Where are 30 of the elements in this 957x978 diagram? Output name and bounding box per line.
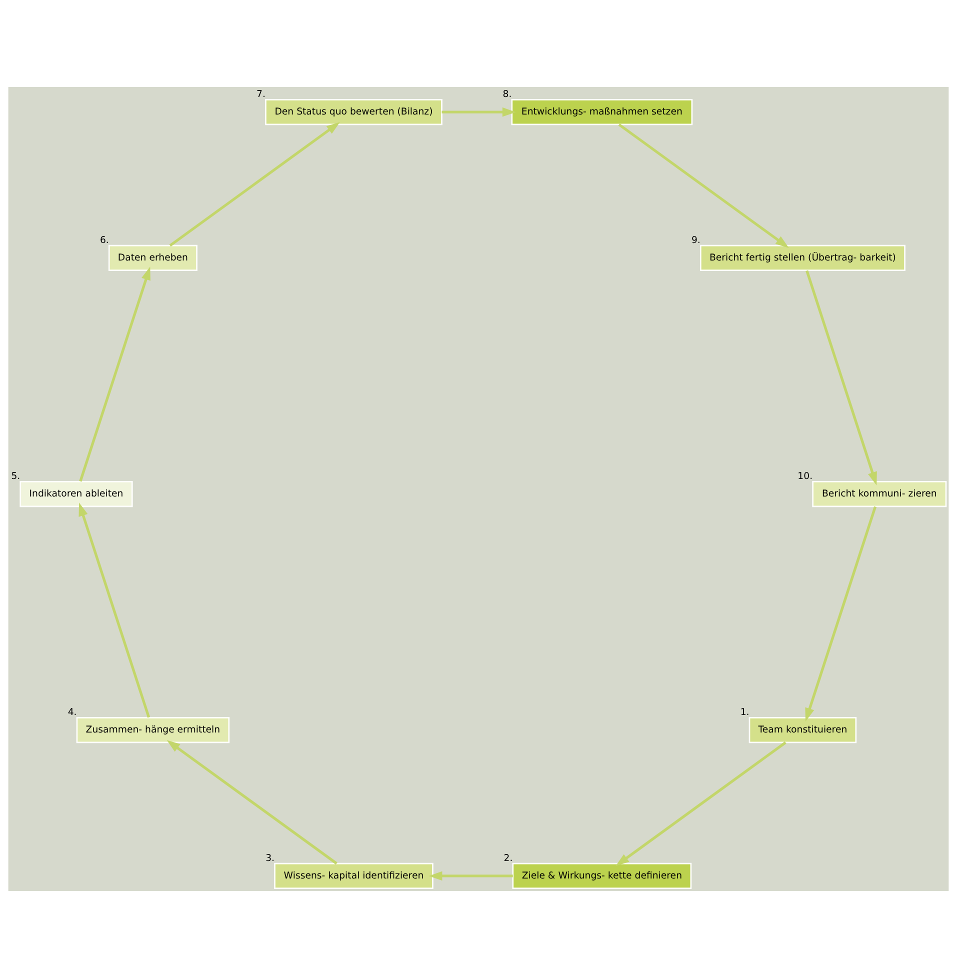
node-box: Daten erheben [108,244,198,272]
node-label: 10. [798,471,813,482]
node-label: 1. [740,707,750,718]
node-box: Team konstituieren [748,717,857,744]
arrow [166,740,338,865]
node-box: Entwicklungs- maßnahmen setzen [511,99,693,126]
arrow [806,270,877,486]
arrow [79,266,150,482]
node-box: Indikatoren ableiten [20,480,133,508]
arrow [805,506,877,722]
arrow [616,741,786,866]
node-label: 2. [504,853,513,864]
arrow [428,871,513,881]
node-box: Bericht fertig stellen (Übertrag- barkeit) [700,244,906,272]
node-label: 9. [691,235,700,246]
arrow [442,107,516,117]
node-label: 8. [502,89,512,100]
node-label: 7. [256,89,266,100]
node-label: 4. [68,707,77,718]
arrow [78,502,150,718]
node-label: 6. [100,235,109,246]
arrow [618,123,789,248]
node-box: Wissens- kapital identifizieren [274,862,434,889]
node-box: Bericht kommuni- zieren [812,480,947,508]
arrow [169,122,340,247]
node-label: 3. [266,853,275,864]
node-box: Zusammen- hänge ermitteln [76,717,230,744]
node-label: 5. [11,471,20,482]
node-box: Ziele & Wirkungs- kette definieren [512,862,692,889]
node-box: Den Status quo bewerten (Bilanz) [265,99,442,126]
